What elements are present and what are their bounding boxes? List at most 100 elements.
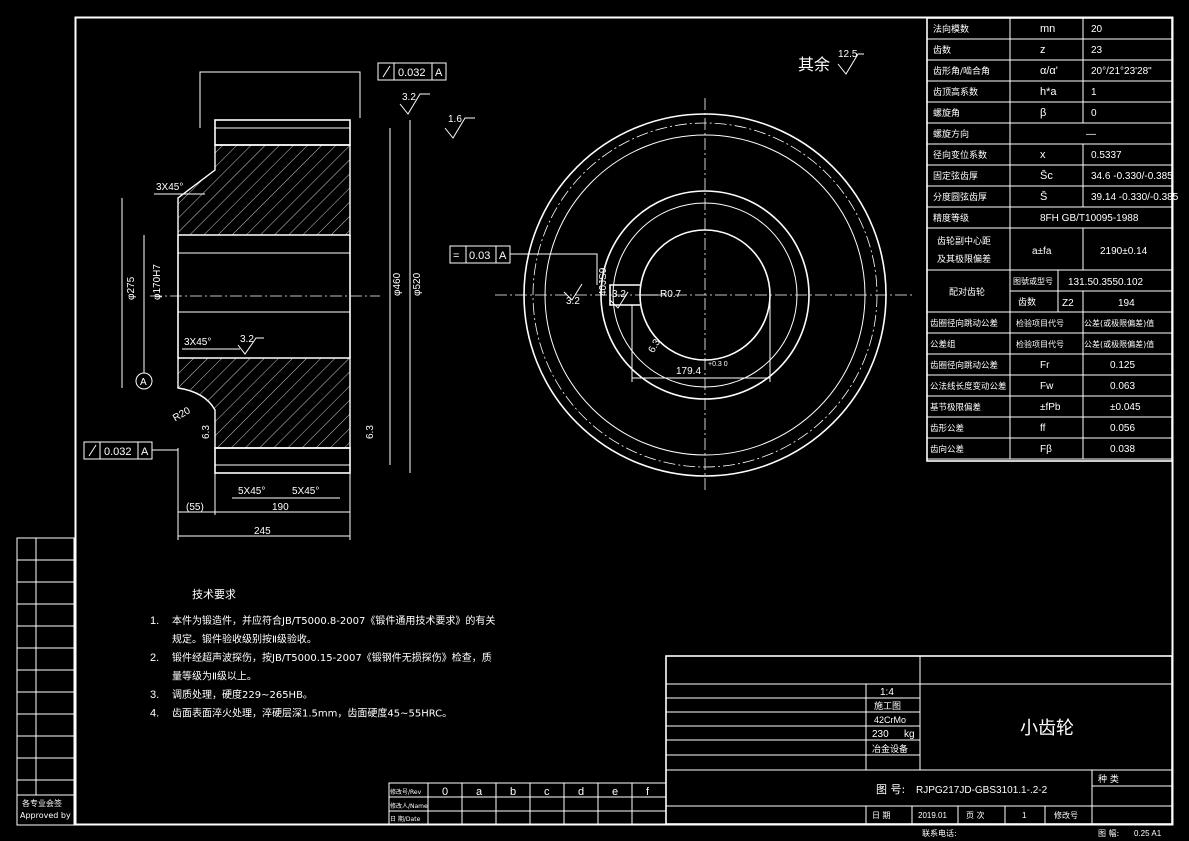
- tb-part-name: 小齿轮: [1020, 718, 1074, 739]
- tb-drawing-no-label: 图 号:: [876, 783, 905, 796]
- rev-col-label: c: [544, 786, 550, 798]
- top-fcf-value: 0.032: [398, 67, 426, 79]
- spec-value: 20: [1091, 24, 1103, 35]
- tb-date-label: 日 期: [872, 811, 891, 820]
- tech-item-num: 2.: [150, 652, 159, 664]
- tech-item-num: 3.: [150, 689, 159, 701]
- tb-scale: 1:4: [880, 687, 894, 698]
- spec-value: 0: [1091, 108, 1097, 119]
- rough-left: 6.3: [201, 425, 212, 439]
- tb-drawing-no: RJPG217JD-GBS3101.1-.2-2: [916, 785, 1048, 796]
- spec-value: 23: [1091, 45, 1103, 56]
- tech-title: 技术要求: [192, 588, 236, 601]
- dim-d1: φ460: [392, 272, 403, 296]
- tb-sheet-label: 图 幅:: [1098, 828, 1119, 838]
- rough-side: 1.6: [448, 114, 462, 125]
- tol-value: 0.038: [1110, 444, 1135, 455]
- tb-date: 2019.01: [918, 811, 947, 820]
- bottom-fcf-datum: A: [141, 446, 149, 458]
- spec-label: 分度圆弦齿厚: [933, 191, 987, 203]
- mg-row2-label: 齿数: [1018, 296, 1036, 308]
- rev-row3-label: 日 期/Date: [390, 815, 421, 823]
- tol-symbol: Fw: [1040, 381, 1054, 392]
- rev-col-label: e: [612, 786, 618, 798]
- tol-value: 公差(或极限偏差)值: [1084, 318, 1154, 328]
- rough-other-label: 其余: [798, 55, 830, 74]
- spec-label: 径向变位系数: [933, 149, 987, 161]
- title-block: 1:4 施工图 42CrMo 230 kg 冶金设备 小齿轮 图 号: RJPG…: [665, 655, 1173, 838]
- mg-row2-value: 194: [1118, 298, 1135, 309]
- chamfer-br: 5X45°: [292, 486, 319, 497]
- rough-top: 3.2: [402, 92, 416, 103]
- tol-value: 0.063: [1110, 381, 1135, 392]
- tb-rev-label: 修改号: [1054, 810, 1078, 820]
- spec-value: 1: [1091, 87, 1097, 98]
- tol-label: 齿圈径向跳动公差: [930, 360, 998, 371]
- tech-item-text: 齿面表面淬火处理，淬硬层深1.5mm，齿面硬度45~55HRC。: [172, 707, 452, 720]
- dim-d2: φ520: [412, 272, 423, 296]
- spec-symbol: S̄c: [1040, 169, 1053, 182]
- spec-label: 螺旋角: [933, 107, 960, 119]
- dim-hub: φ275: [126, 276, 137, 300]
- spec-symbol: x: [1040, 149, 1046, 161]
- spec-value: 34.6 -0.330/-0.385: [1091, 171, 1173, 182]
- outer-frame: [74, 16, 1174, 826]
- rough-mid: 3.2: [240, 334, 254, 345]
- tol-symbol: ff: [1040, 423, 1046, 434]
- tol-value: 0.125: [1110, 360, 1135, 371]
- tol-label: 齿形公差: [930, 423, 964, 434]
- tol-label: 齿向公差: [930, 444, 964, 455]
- dim-bore: φ170H7: [152, 264, 163, 300]
- tol-symbol: Fr: [1040, 360, 1050, 371]
- tech-item-text: 调质处理，硬度229~265HB。: [172, 688, 313, 701]
- spec-symbol: mn: [1040, 23, 1055, 35]
- tb-mass-unit: kg: [904, 729, 915, 740]
- bottom-fcf-value: 0.032: [104, 446, 132, 458]
- tech-item-text: 锻件经超声波探伤，按JB/T5000.15-2007《锻钢件无损探伤》检查，质: [172, 651, 492, 664]
- tol-label: 基节极限偏差: [930, 402, 981, 413]
- tol-value: 0.056: [1110, 423, 1135, 434]
- chamfer-mid: 3X45°: [184, 337, 211, 348]
- tb-type: 施工图: [874, 700, 901, 712]
- tb-material: 42CrMo: [874, 715, 906, 725]
- tech-item-text: 量等级为Ⅱ级以上。: [172, 670, 257, 683]
- spec-label: 齿顶高系数: [933, 86, 978, 98]
- front-view: 其余 12.5 = 0.03 A 3.2 40JS9 3.2 R0.7 6.3 …: [449, 49, 915, 492]
- chamfer-top: 3X45°: [156, 182, 183, 193]
- key-depth-tol: +0.3 0: [708, 361, 728, 368]
- section-view: 0.032 A 3.2 1.6 3X45° 3X45° 3.2 R20 6.3 …: [83, 62, 475, 540]
- spec-symbol: h*a: [1040, 86, 1057, 98]
- tol-label: 公法线长度变动公差: [930, 381, 1007, 392]
- tb-page: 1: [1022, 811, 1027, 820]
- rev-col-label: 0: [442, 786, 448, 798]
- cd-label1: 齿轮副中心距: [937, 235, 991, 247]
- front-fcf-datum: A: [499, 250, 507, 262]
- tb-sheet-value: 0.25 A1: [1134, 829, 1162, 838]
- chamfer-bl: 5X45°: [238, 486, 265, 497]
- spec-label: 固定弦齿厚: [933, 170, 978, 182]
- tech-item-text: 本件为锻造件，并应符合JB/T5000.8-2007《锻件通用技术要求》的有关: [172, 614, 495, 627]
- tech-item-num: 1.: [150, 615, 159, 627]
- spec-label: 齿数: [933, 44, 951, 56]
- rough-right: 6.3: [365, 425, 376, 439]
- tb-mass: 230: [872, 729, 889, 740]
- mg-row1-value: 131.50.3550.102: [1068, 277, 1144, 288]
- dim-190: 190: [272, 502, 289, 513]
- rough-a: 3.2: [566, 296, 580, 307]
- front-fcf-symbol: =: [453, 250, 459, 262]
- spec-value: —: [1086, 129, 1096, 140]
- dim-55: (55): [186, 502, 204, 513]
- spec-value: 0.5337: [1091, 150, 1122, 161]
- radius-label: R20: [171, 405, 193, 424]
- top-fcf-datum: A: [435, 67, 443, 79]
- rev-row1-label: 修改号/Rev: [390, 788, 422, 796]
- spec-symbol: α/α': [1040, 65, 1058, 77]
- spec-label: 螺旋方向: [933, 128, 969, 140]
- rev-col-label: b: [510, 786, 516, 798]
- datum-a: A: [140, 377, 147, 388]
- spec-symbol: β: [1040, 107, 1046, 119]
- mg-label: 配对齿轮: [949, 286, 985, 298]
- rev-row2-label: 修改人/Name: [390, 802, 428, 810]
